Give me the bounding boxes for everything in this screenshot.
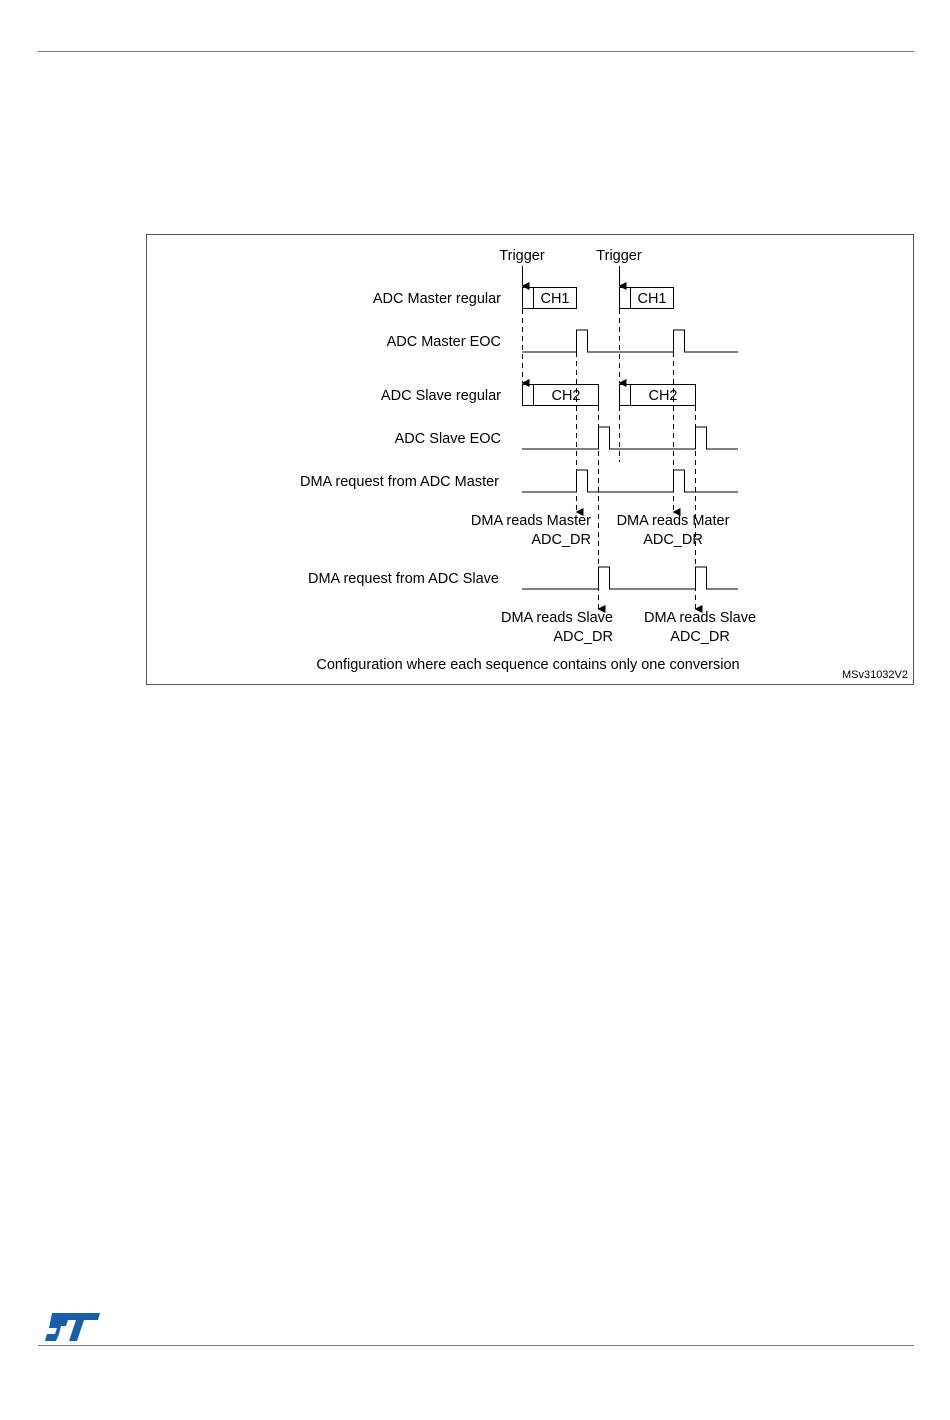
conversion-box-ch1 [630,287,674,309]
diagram-frame [146,234,914,685]
signal-label-dma-master: DMA request from ADC Master [300,474,499,490]
diagram-caption: Configuration where each sequence contai… [316,657,739,673]
header-rule [38,51,914,52]
dma-master-waveform [522,469,738,493]
dma-reads-slave-register: ADC_DR [553,629,613,645]
sampling-box [619,384,631,406]
signal-label-master-eoc: ADC Master EOC [387,334,501,350]
trigger-label: Trigger [596,248,642,264]
channel-label: CH1 [637,291,666,307]
master-eoc-waveform [522,329,738,353]
signal-label-dma-slave: DMA request from ADC Slave [308,571,499,587]
dma-reads-master-register: ADC_DR [643,532,703,548]
sampling-box [619,287,631,309]
dma-reads-master-label: DMA reads Master [471,513,591,529]
slave-eoc-waveform [522,426,738,450]
dma-reads-master-register: ADC_DR [531,532,591,548]
conversion-box-ch2 [630,384,696,406]
signal-label-slave-regular: ADC Slave regular [381,388,501,404]
footer-rule [38,1345,914,1346]
dma-reads-slave-register: ADC_DR [670,629,730,645]
dma-reads-slave-label: DMA reads Slave [501,610,613,626]
conversion-box-ch1 [533,287,577,309]
figure-id: MSv31032V2 [842,669,908,681]
channel-label: CH2 [551,388,580,404]
dma-reads-master-label: DMA reads Mater [617,513,730,529]
signal-label-slave-eoc: ADC Slave EOC [395,431,501,447]
st-logo-icon [45,1313,100,1341]
channel-label: CH1 [540,291,569,307]
dma-slave-waveform [522,566,738,590]
sampling-box [522,287,534,309]
dma-reads-slave-label: DMA reads Slave [644,610,756,626]
conversion-box-ch2 [533,384,599,406]
channel-label: CH2 [648,388,677,404]
trigger-label: Trigger [499,248,545,264]
signal-label-master-regular: ADC Master regular [373,291,501,307]
sampling-box [522,384,534,406]
